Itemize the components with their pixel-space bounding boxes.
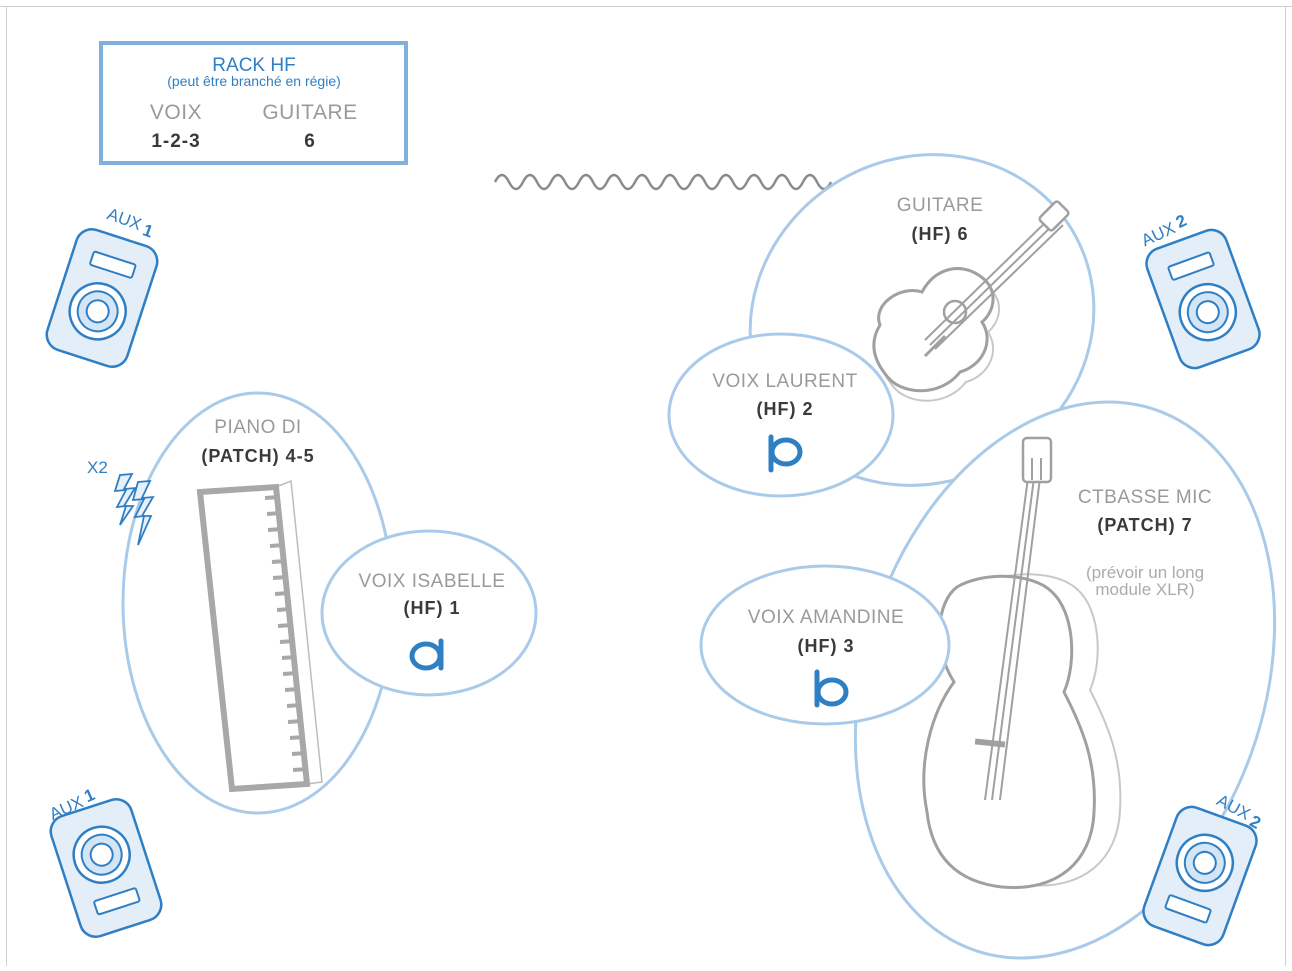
keyboard-icon	[196, 479, 323, 793]
rack-guitare-header: GUITARE	[262, 101, 357, 124]
mic-position-b-icon	[814, 669, 849, 708]
rack-subtitle: (peut être branché en régie)	[167, 73, 341, 89]
ctbasse-name: CTBASSE MIC	[1078, 487, 1212, 508]
svg-text:1: 1	[81, 785, 97, 806]
speaker-aux1-bottom	[49, 798, 163, 938]
piano-channel: (PATCH) 4-5	[201, 446, 314, 466]
isabelle-name: VOIX ISABELLE	[359, 571, 506, 592]
acoustic-guitar-icon	[872, 200, 1070, 402]
svg-text:2: 2	[1173, 211, 1190, 232]
rack-voix-value: 1-2-3	[151, 131, 200, 152]
power-count: X2	[87, 458, 108, 477]
rack-voix-header: VOIX	[150, 101, 202, 124]
zone-laurent-ellipse	[667, 332, 895, 498]
rack-guitare-value: 6	[304, 131, 316, 152]
rack-hf-box: RACK HF (peut être branché en régie) VOI…	[99, 41, 408, 165]
frame-left-edge	[6, 6, 7, 966]
guitare-channel: (HF) 6	[912, 224, 969, 244]
wave-curtain-icon	[493, 173, 833, 191]
speaker-aux2-bottom	[1142, 805, 1258, 947]
power-plug-icon	[113, 472, 155, 546]
laurent-channel: (HF) 2	[757, 399, 814, 419]
rack-title: RACK HF	[212, 55, 295, 76]
frame-right-edge	[1285, 6, 1286, 966]
svg-text:AUX: AUX	[105, 204, 144, 234]
frame-top-edge	[0, 6, 1292, 7]
amandine-name: VOIX AMANDINE	[748, 607, 904, 628]
double-bass-icon	[922, 436, 1122, 890]
zone-isabelle-ellipse	[320, 529, 538, 697]
piano-name: PIANO DI	[214, 417, 301, 438]
zone-amandine-ellipse	[699, 564, 951, 726]
guitare-name: GUITARE	[897, 195, 984, 216]
mic-position-p-icon	[768, 434, 803, 473]
speaker-aux1-top	[45, 228, 159, 368]
amandine-channel: (HF) 3	[798, 636, 855, 656]
laurent-name: VOIX LAURENT	[712, 371, 857, 392]
ctbasse-note-line2: module XLR)	[1095, 580, 1194, 599]
isabelle-channel: (HF) 1	[404, 598, 461, 618]
ctbasse-note-line1: (prévoir un long	[1086, 563, 1204, 582]
speaker-aux2-top	[1145, 228, 1261, 370]
svg-text:1: 1	[140, 220, 155, 241]
rack-hf-frame	[99, 41, 408, 165]
mic-position-a-icon	[409, 638, 444, 671]
ctbasse-channel: (PATCH) 7	[1097, 515, 1192, 535]
